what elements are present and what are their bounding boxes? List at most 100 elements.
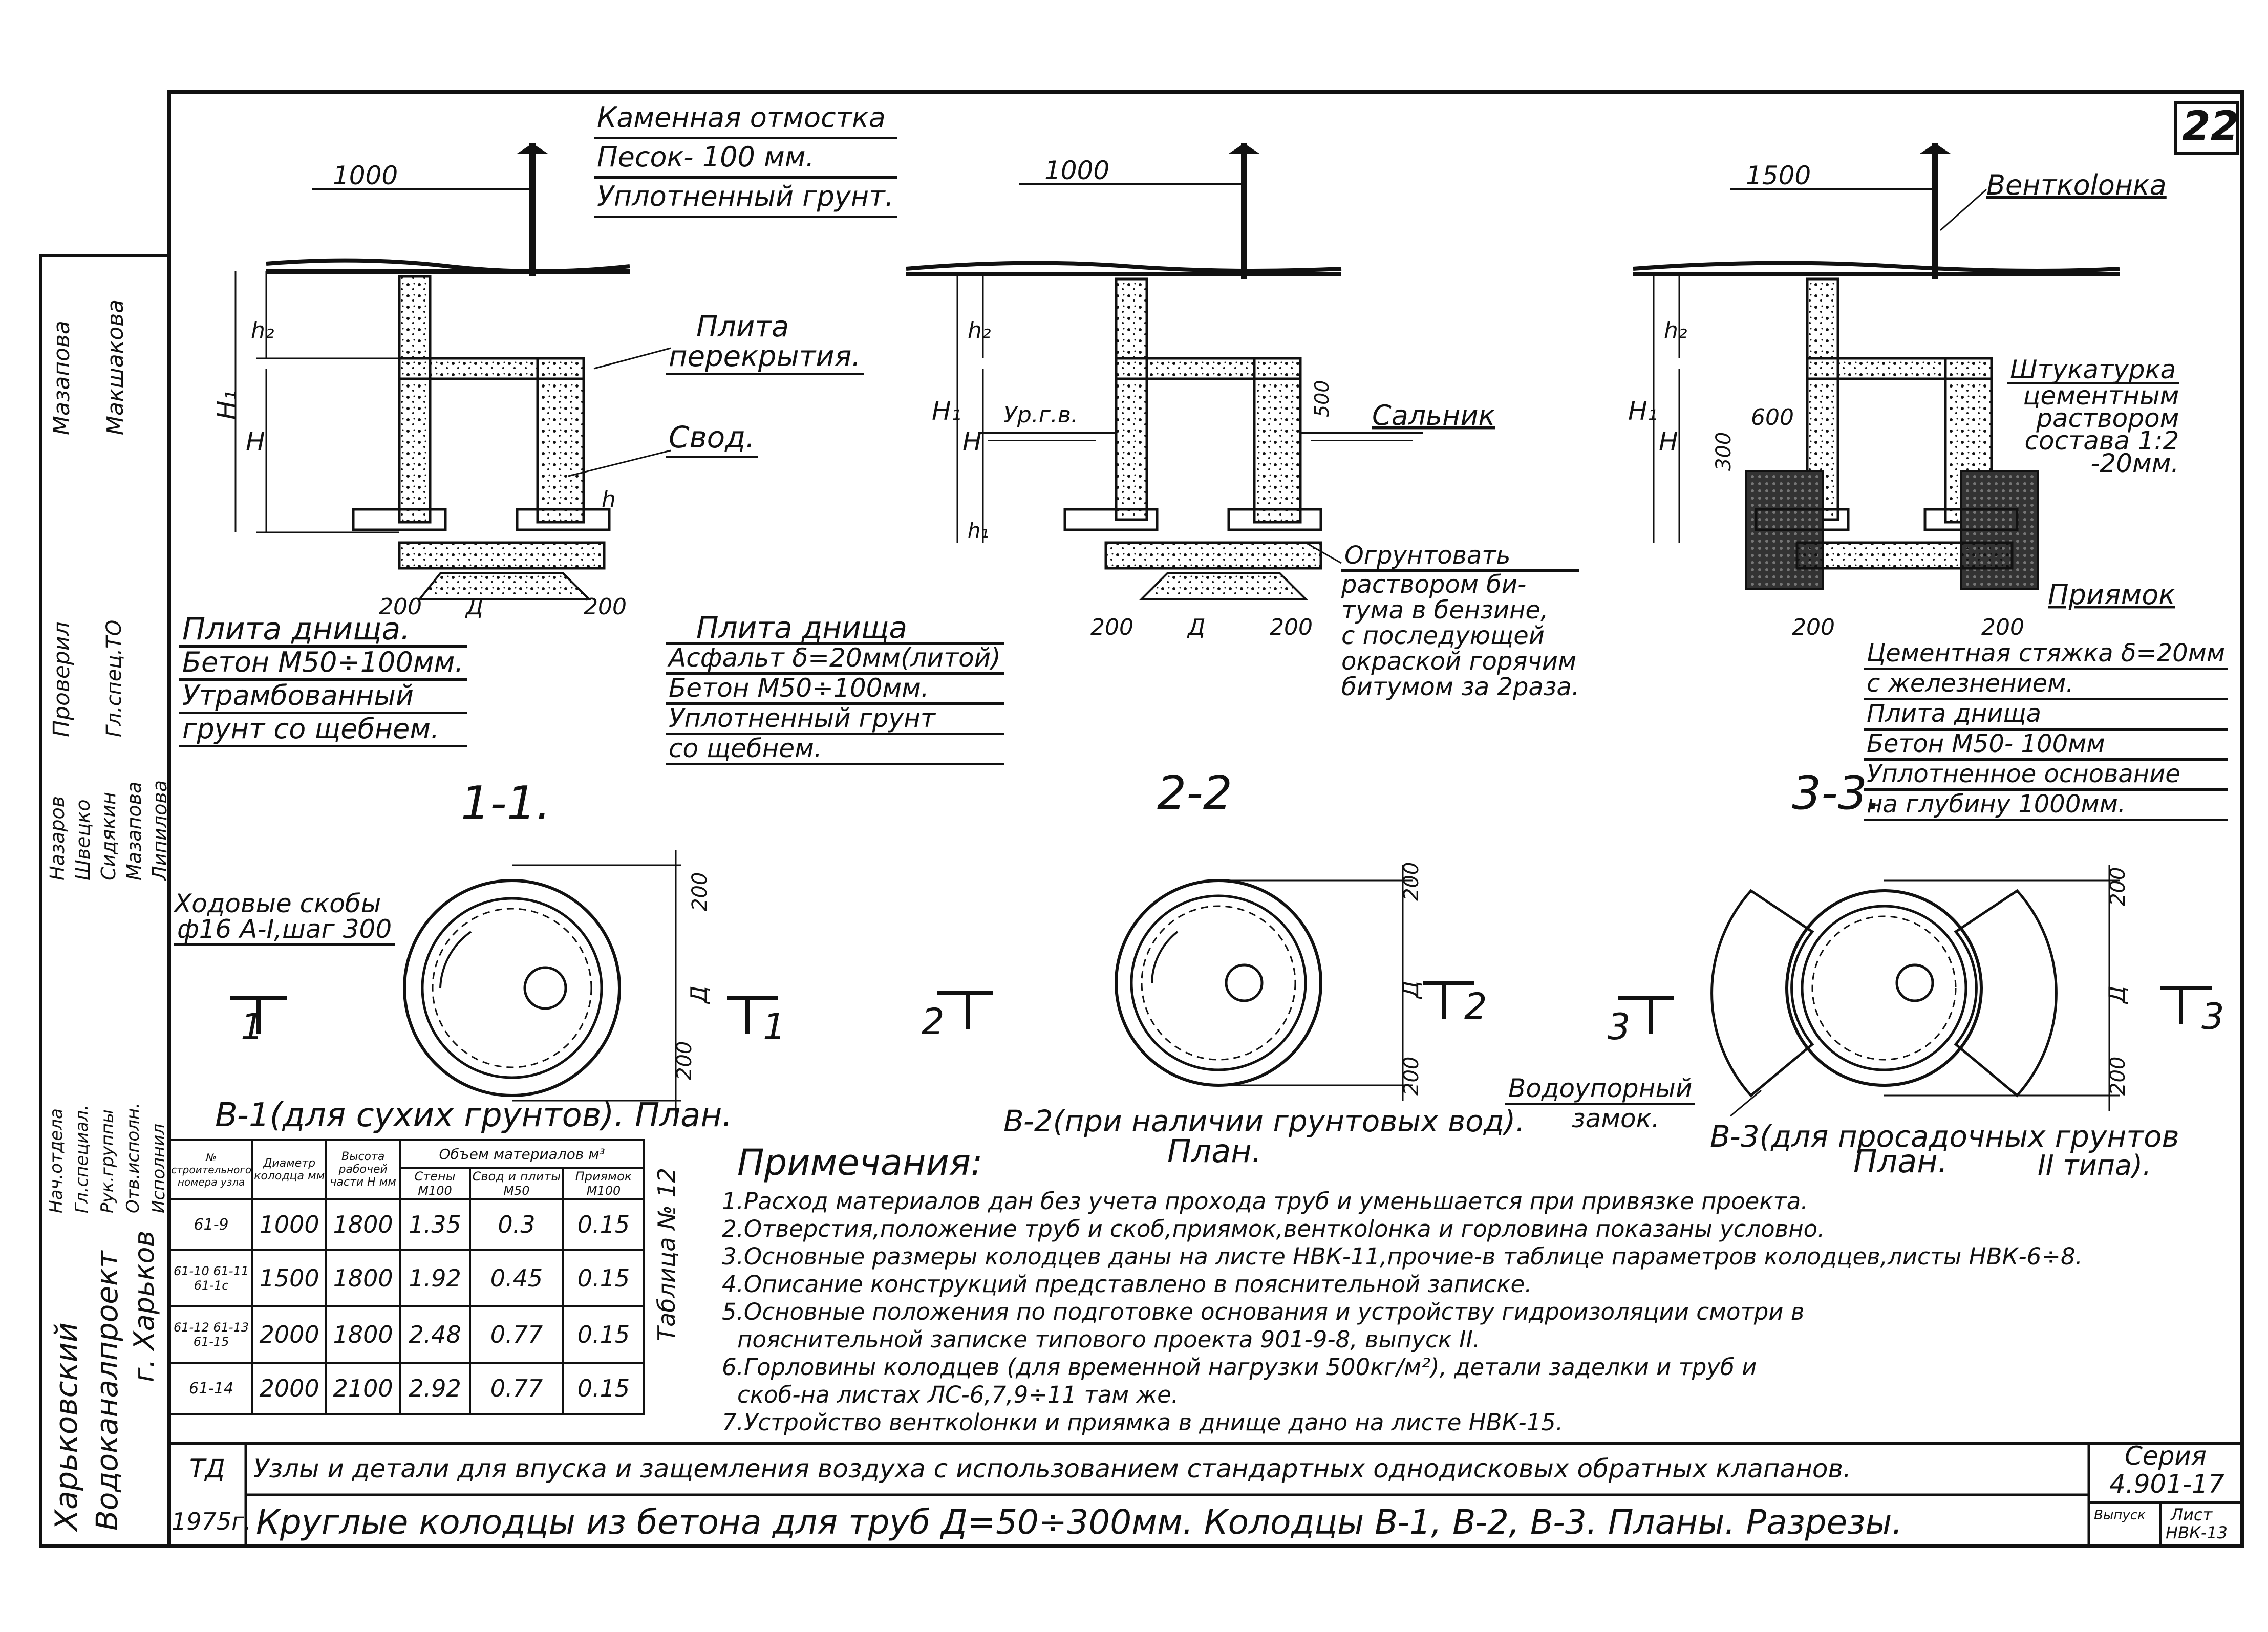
s1-bottom-1: Бетон М50÷100мм. bbox=[179, 648, 467, 681]
s1-h2: h₂ bbox=[251, 317, 274, 343]
s2-h1: H₁ bbox=[932, 396, 961, 426]
plan-b1: 200 Д 200 1 1 bbox=[230, 850, 786, 1121]
th-diam: Диаметр колодца мм bbox=[251, 1139, 328, 1200]
s1-plita-0: Плита bbox=[696, 310, 789, 343]
title-1-1: 1-1. bbox=[461, 777, 551, 830]
s1-dim-200a: 200 bbox=[379, 594, 422, 620]
th-height: Высота рабочей части Н мм bbox=[325, 1139, 401, 1200]
s3-shtuk-4: -20мм. bbox=[2090, 448, 2179, 478]
plan3-dim-d: Д bbox=[2104, 986, 2130, 1004]
plan1-dim-d: Д bbox=[686, 986, 712, 1004]
s3-shtuk-1: цементным bbox=[2023, 381, 2179, 411]
s1-top-label-1: Песок- 100 мм. bbox=[594, 139, 897, 179]
sheet-number: 22 bbox=[2182, 102, 2239, 150]
s3-dim-600: 600 bbox=[1751, 404, 1794, 431]
th-priyamok: Приямок М100 bbox=[562, 1167, 646, 1200]
s2-dim-500: 500 bbox=[1311, 380, 1333, 417]
th-walls: Стены М100 bbox=[399, 1167, 471, 1200]
plan3-caption-b: План. bbox=[1853, 1143, 1948, 1180]
s3-shtuk-3: состава 1:2 bbox=[2024, 426, 2179, 456]
left-stamp-frame bbox=[39, 254, 170, 1548]
s1-H: H bbox=[246, 427, 265, 457]
s2-H: H bbox=[962, 427, 982, 457]
s2-bottom-2: Бетон М50÷100мм. bbox=[666, 675, 1004, 705]
section-1-1: H₁ h₂ H h 1000 200 Д 200 bbox=[212, 143, 671, 620]
note-5b: пояснительной записке типового проекта 9… bbox=[737, 1326, 1481, 1353]
stamp-nameb-0: Мазапова bbox=[49, 320, 75, 435]
s3-bottom-0: Цементная стяжка δ=20мм bbox=[1864, 640, 2229, 670]
s3-h1: H₁ bbox=[1628, 396, 1658, 426]
tb-year: 1975г. bbox=[172, 1508, 251, 1535]
tb-series: 4.901-17 bbox=[2109, 1469, 2224, 1499]
s3-dim-top: 1500 bbox=[1746, 161, 1811, 190]
s3-dim-300: 300 bbox=[1712, 432, 1736, 471]
s2-note-2: тума в бензине, bbox=[1341, 596, 1549, 625]
title-3-3: 3-3. bbox=[1792, 766, 1882, 820]
stamp-name-0: Назаров bbox=[46, 796, 69, 881]
s2-dim-d: Д bbox=[1187, 614, 1205, 640]
s1-plita-1: перекрытия. bbox=[666, 342, 864, 375]
plan2-dim-200b: 200 bbox=[1400, 1057, 1423, 1096]
s1-top-label-2: Уплотненный грунт. bbox=[594, 179, 897, 218]
s1-svod: Свод. bbox=[666, 420, 758, 458]
stamp-org-0: Харьковский bbox=[49, 1322, 84, 1531]
plan3-cut-right: 3 bbox=[2201, 996, 2224, 1038]
plan3-dim-200a: 200 bbox=[2106, 867, 2130, 906]
stamp-org-1: Водоканалпроект bbox=[90, 1251, 124, 1531]
s2-dim-top: 1000 bbox=[1044, 156, 1109, 185]
s2-water: Ур.г.в. bbox=[1003, 402, 1078, 428]
note-6: 6.Горловины колодцев (для временной нагр… bbox=[722, 1354, 1757, 1381]
spec-table: № строительного номера узла Диаметр коло… bbox=[168, 1139, 646, 1415]
s1-bottom-0: Плита днища. bbox=[179, 614, 467, 648]
note-6b: скоб-на листах ЛС-6,7,9÷11 там же. bbox=[737, 1381, 1179, 1408]
plan1-skoby-0: Ходовые скобы bbox=[174, 889, 381, 918]
s2-salnik: Сальник bbox=[1372, 399, 1495, 432]
s2-note-5: битумом за 2раза. bbox=[1341, 673, 1580, 701]
th-svod: Свод и плиты М50 bbox=[468, 1167, 564, 1200]
title-2-2: 2-2 bbox=[1157, 766, 1232, 820]
s3-ventkolonka: Венткоlонка bbox=[1986, 169, 2167, 201]
plan3-zamok-0: Водоупорный bbox=[1505, 1075, 1696, 1105]
plan2-caption-b: План. bbox=[1167, 1132, 1262, 1170]
s3-shtuk-0: Штукатурка bbox=[2007, 357, 2179, 384]
tb-series-label: Серия bbox=[2125, 1441, 2207, 1471]
tb-vypusk: Выпуск bbox=[2094, 1508, 2146, 1523]
stamp-name-3: Мазапова bbox=[123, 781, 145, 881]
plan2-dim-200a: 200 bbox=[1400, 862, 1423, 901]
s1-bottom-2: Утрамбованный bbox=[179, 681, 467, 714]
stamp-org-2: г. Харьков bbox=[128, 1230, 160, 1382]
s3-bottom-4: Уплотненное основание bbox=[1864, 761, 2229, 791]
tb-list: НВК-13 bbox=[2166, 1523, 2228, 1542]
s1-dim-top: 1000 bbox=[333, 161, 398, 190]
s3-shtuk-2: раствором bbox=[2036, 403, 2179, 433]
section-3-3: H₁ h₂ H 1500 600 300 Венткоlонка 200 200… bbox=[1628, 143, 2175, 640]
note-4: 4.Описание конструкций представлено в по… bbox=[722, 1271, 1532, 1298]
plan1-dim-200b: 200 bbox=[673, 1041, 696, 1080]
tb-org: ТД bbox=[189, 1454, 225, 1484]
plan1-dim-200a: 200 bbox=[688, 872, 712, 911]
sheet-number-box bbox=[2174, 101, 2239, 155]
s2-note-3: с последующей bbox=[1341, 621, 1545, 650]
s2-dim-200a: 200 bbox=[1090, 614, 1133, 640]
plan1-skoby-1: ф16 A-I,шаг 300 bbox=[174, 916, 395, 946]
s2-note-1: раствором би- bbox=[1341, 570, 1527, 599]
notes-title: Примечания: bbox=[737, 1142, 983, 1184]
stamp-name-4: Липилова bbox=[148, 780, 171, 881]
plan-b3: 200 Д 200 3 3 bbox=[1608, 865, 2224, 1117]
plan2-dim-d: Д bbox=[1398, 981, 1424, 999]
s3-dim-200a: 200 bbox=[1792, 614, 1835, 640]
table-caption: Таблица № 12 bbox=[653, 1167, 680, 1341]
note-3: 3.Основные размеры колодцев даны на лист… bbox=[722, 1243, 2083, 1270]
s2-bottom-3: Уплотненный грунт bbox=[666, 705, 1004, 735]
stamp-name-2: Сидякин bbox=[97, 792, 120, 881]
plan1-caption: B-1(для сухих грунтов). План. bbox=[215, 1097, 733, 1134]
s2-bottom-4: со щебнем. bbox=[666, 735, 1004, 765]
s1-bottom-3: грунт со щебнем. bbox=[179, 714, 467, 747]
s1-dim-d: Д bbox=[465, 594, 483, 620]
stamp-role-4: Исполнил bbox=[148, 1124, 169, 1213]
note-7: 7.Устройство венткоlонки и приямка в дни… bbox=[722, 1409, 1564, 1436]
stamp-role-2: Рук.группы bbox=[97, 1109, 118, 1213]
